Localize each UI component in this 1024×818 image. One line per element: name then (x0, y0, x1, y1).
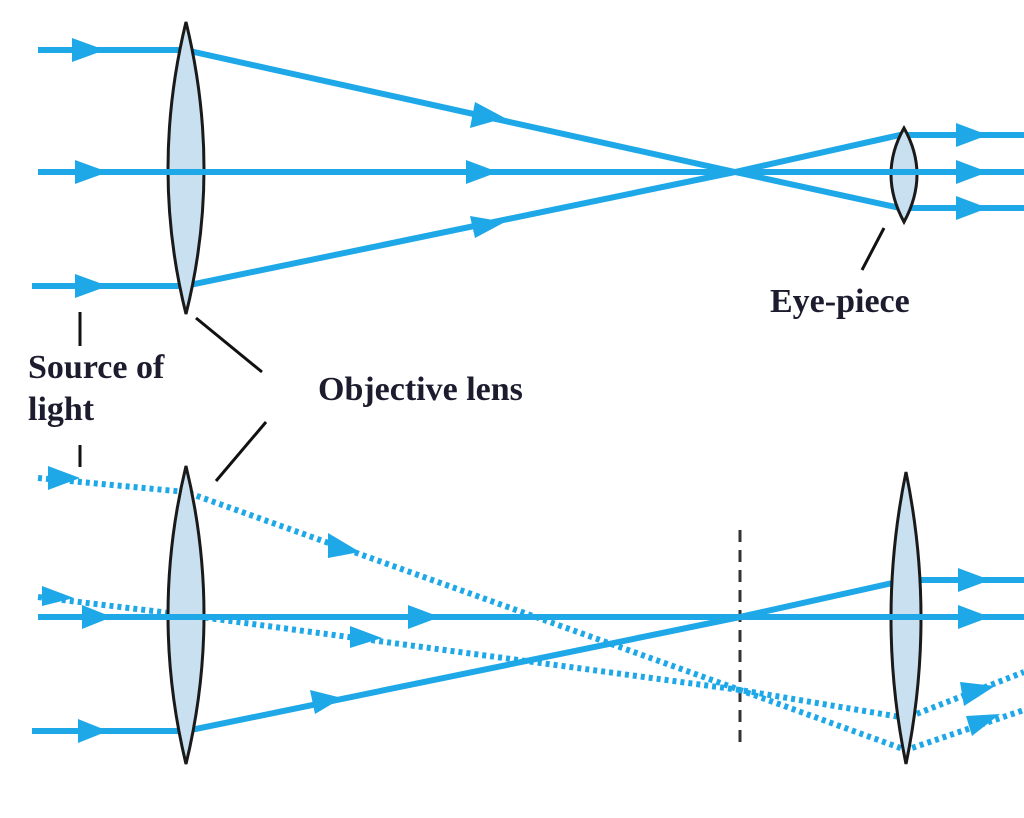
arrow-icon (75, 160, 108, 184)
eye-piece-label: Eye-piece (770, 283, 910, 320)
solid-ray-lower (32, 577, 1024, 734)
arrow-icon (408, 605, 440, 629)
arrow-icon (960, 682, 995, 706)
arrow-icon (310, 690, 342, 714)
source-of-light-label-line2: light (28, 391, 95, 428)
arrow-icon (42, 586, 74, 606)
arrow-icon (350, 626, 382, 648)
arrow-icon (958, 605, 990, 629)
arrow-icon (72, 38, 105, 62)
eyepiece-leader (860, 227, 886, 271)
objective-leader-bottom (214, 421, 268, 482)
arrow-icon (466, 160, 498, 184)
arrow-icon (956, 196, 988, 220)
arrow-icon (956, 123, 988, 147)
arrow-icon (470, 216, 505, 238)
source-of-light-label-line1: Source of (28, 349, 165, 386)
arrow-icon (958, 568, 990, 592)
bottom-diagram (32, 465, 1024, 765)
dotted-ray-lower (37, 594, 1024, 722)
arrow-icon (75, 274, 108, 298)
arrow-icon (966, 714, 1000, 736)
arrow-icon (470, 102, 505, 128)
arrow-icon (328, 533, 360, 558)
top-diagram (32, 21, 1024, 315)
top-ray-lower (32, 168, 1024, 289)
objective-lens-top (166, 21, 206, 315)
dotted-ray-upper (37, 475, 1024, 754)
annotations: Eye-piece Source of light Objective lens (28, 227, 910, 482)
arrow-icon (48, 466, 80, 490)
objective-lens-label: Objective lens (318, 371, 523, 408)
arrow-icon (78, 719, 108, 743)
objective-leader-top (195, 316, 263, 374)
arrow-icon (956, 160, 988, 184)
arrow-icon (82, 605, 112, 629)
